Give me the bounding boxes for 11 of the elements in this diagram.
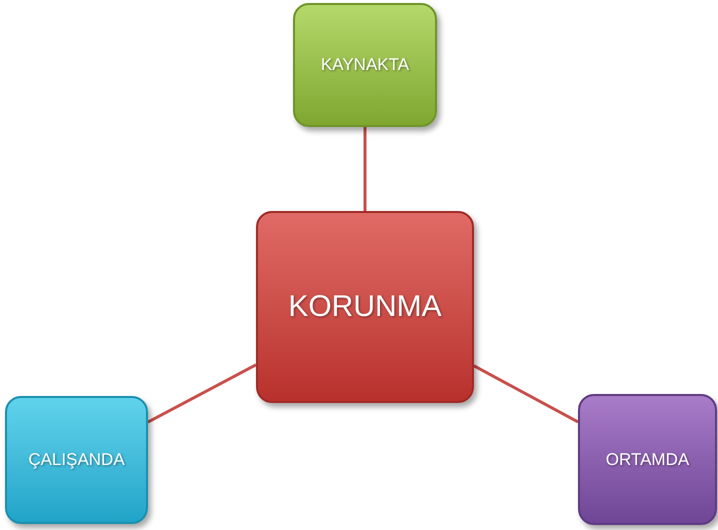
node-label: KORUNMA [288,289,442,326]
node-label: ORTAMDA [606,448,690,470]
rounded-box [578,394,717,525]
connector-line [364,127,366,211]
connector-line [147,363,257,424]
rounded-box [293,3,437,127]
rounded-box [5,396,148,524]
node-label: ÇALIŞANDA [28,449,125,471]
rounded-box [256,211,474,403]
node-label: KAYNAKTA [320,54,410,76]
connector-line [473,364,579,424]
